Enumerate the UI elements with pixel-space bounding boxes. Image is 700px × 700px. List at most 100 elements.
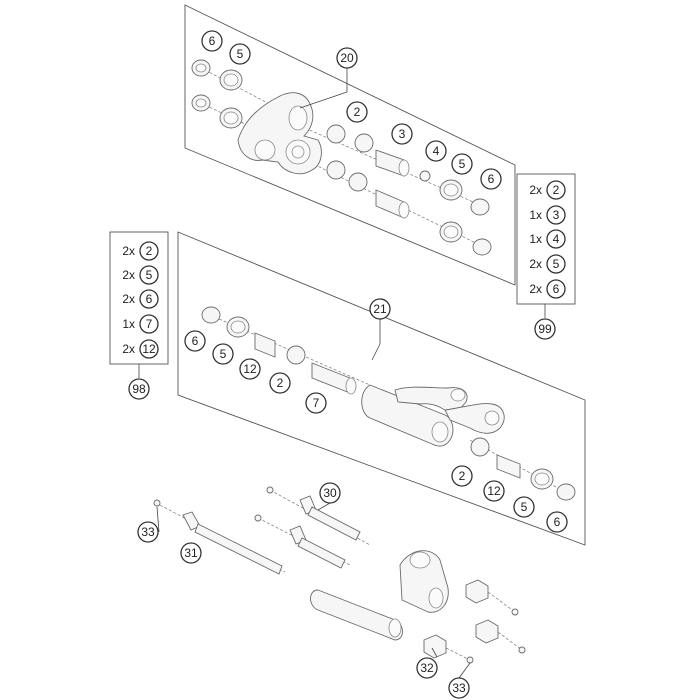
kit-99-part-circle — [546, 279, 566, 299]
callout-label: 5 — [220, 347, 227, 361]
callout-label: 4 — [433, 144, 440, 158]
callout-circle — [425, 140, 447, 162]
callout-circle — [451, 153, 473, 175]
kit-98-frame — [109, 231, 169, 365]
callout-label: 12 — [243, 362, 257, 376]
rocker-arm-part — [237, 92, 322, 175]
kit-98-part-circle — [139, 314, 159, 334]
kit-99-label-circle — [534, 318, 556, 340]
callout-21: 21 — [373, 302, 387, 316]
kit-99-qty: 1x — [529, 208, 542, 222]
middle-left-parts — [201, 306, 357, 395]
top-assembly-frame — [184, 4, 516, 286]
kit-98-qty: 1x — [122, 317, 135, 331]
callout-label: 6 — [209, 34, 216, 48]
callout-label: 12 — [487, 484, 501, 498]
top-right-parts-lower — [326, 160, 492, 256]
callout-label: 2 — [354, 105, 361, 119]
callout-label: 7 — [313, 396, 320, 410]
callout-label: 6 — [554, 515, 561, 529]
callout-label: 5 — [459, 157, 466, 171]
kit-98-part-circle — [139, 241, 159, 261]
callout-circle — [483, 480, 505, 502]
kit-99-qty: 2x — [529, 183, 542, 197]
callout-label: 2 — [459, 469, 466, 483]
kit-98-part-circle — [139, 289, 159, 309]
callout-circle — [480, 168, 502, 190]
kit-98-part-circle — [139, 265, 159, 285]
kit-99-frame — [516, 173, 576, 305]
kit-99-part-circle — [546, 180, 566, 200]
kit-99-label: 99 — [538, 322, 552, 336]
long-bolt-part — [159, 504, 286, 575]
callout-circle — [184, 330, 206, 352]
callout-circle — [212, 343, 234, 365]
kit-98-qty: 2x — [122, 244, 135, 258]
callout-circle — [319, 482, 341, 504]
callout-label: 31 — [184, 546, 198, 560]
callout-label: 33 — [452, 681, 466, 695]
kit-99-qty: 1x — [529, 232, 542, 246]
kit-98-qty: 2x — [122, 292, 135, 306]
kit-99-part: 2 — [553, 183, 560, 197]
callout-20: 20 — [340, 51, 354, 65]
middle-right-parts — [470, 437, 576, 501]
callout-label: 2 — [277, 376, 284, 390]
callout-circle — [239, 358, 261, 380]
callout-circle — [137, 521, 159, 543]
callout-circle — [451, 465, 473, 487]
callout-circle — [305, 392, 327, 414]
kit-98-label-circle — [128, 378, 150, 400]
callout-circle — [513, 496, 535, 518]
callout-21-circle — [369, 298, 391, 320]
callout-circle — [229, 43, 251, 65]
kit-98-label: 98 — [132, 382, 146, 396]
pull-rod-part — [361, 384, 505, 447]
callout-circle — [391, 123, 413, 145]
kit-98-qty: 2x — [122, 268, 135, 282]
lower-linkage-part — [310, 550, 449, 641]
bottom-assembly-group — [153, 486, 526, 679]
kit-98-part: 12 — [142, 342, 156, 356]
callout-circle — [416, 657, 438, 679]
kit-98-part: 2 — [146, 244, 153, 258]
nuts-part — [153, 486, 526, 664]
kit-98-part: 7 — [146, 317, 153, 331]
top-assembly-group — [184, 4, 516, 286]
kit-99-legend: 2x 2 1x 3 1x 4 2x 5 2x 6 99 — [516, 173, 576, 340]
callout-label: 32 — [420, 661, 434, 675]
callout-circle — [201, 30, 223, 52]
kit-98-part: 5 — [146, 268, 153, 282]
kit-99-qty: 2x — [529, 282, 542, 296]
kit-99-part-circle — [546, 254, 566, 274]
callout-circle — [180, 542, 202, 564]
top-left-bushings — [191, 59, 243, 129]
kit-98-qty: 2x — [122, 342, 135, 356]
short-bolts-part — [257, 489, 371, 569]
callout-circle — [346, 101, 368, 123]
callout-label: 33 — [141, 525, 155, 539]
callout-label: 3 — [399, 127, 406, 141]
callout-label: 6 — [488, 172, 495, 186]
callout-circle — [546, 511, 568, 533]
callout-label: 30 — [323, 486, 337, 500]
callout-circle — [269, 372, 291, 394]
middle-assembly-frame — [177, 231, 586, 546]
top-right-parts-upper — [326, 124, 490, 216]
kit-98-part-circle — [139, 339, 159, 359]
kit-99-part: 3 — [553, 208, 560, 222]
kit-99-part-circle — [546, 229, 566, 249]
kit-99-part: 6 — [553, 282, 560, 296]
kit-99-part: 5 — [553, 257, 560, 271]
callout-label: 5 — [237, 47, 244, 61]
kit-98-legend: 2x 2 2x 5 2x 6 1x 7 2x 12 98 — [109, 231, 169, 400]
kit-98-part: 6 — [146, 292, 153, 306]
middle-assembly-group — [177, 231, 586, 546]
kit-99-part-circle — [546, 205, 566, 225]
kit-99-qty: 2x — [529, 257, 542, 271]
kit-99-part: 4 — [553, 232, 560, 246]
callout-circle — [448, 677, 470, 699]
callout-label: 5 — [521, 500, 528, 514]
callout-label: 6 — [192, 334, 199, 348]
